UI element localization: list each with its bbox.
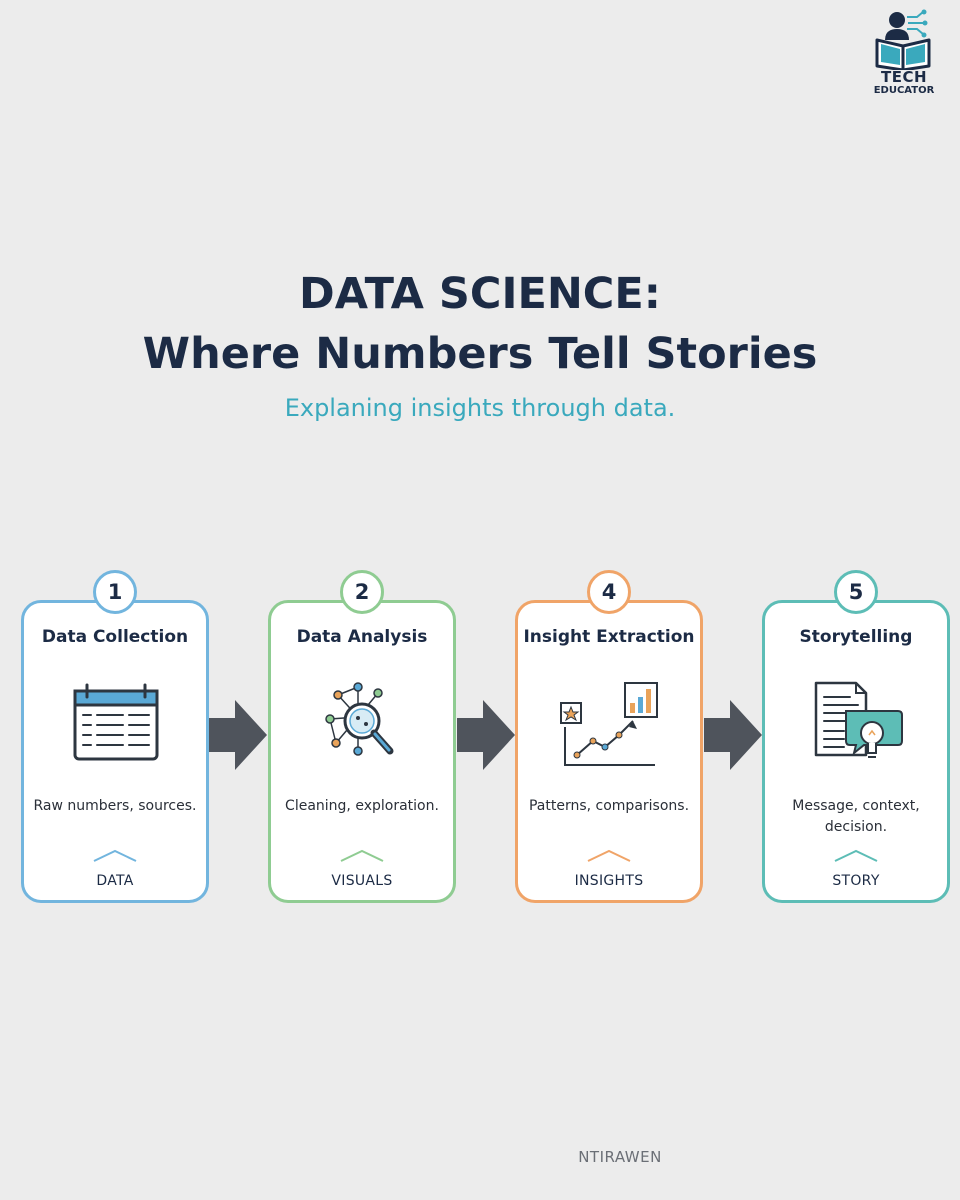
chevron-up-icon — [587, 849, 631, 862]
step-number-badge: 2 — [340, 570, 384, 614]
calendar-table-icon — [73, 683, 159, 761]
step-title: Data Analysis — [296, 627, 428, 647]
chevron-up-icon — [834, 849, 878, 862]
step-tag: STORY — [832, 873, 880, 889]
tech-educator-logo: TECH EDUCATOR — [858, 8, 950, 100]
document-lightbulb-icon — [814, 681, 903, 758]
step-description: Patterns, comparisons. — [528, 798, 690, 814]
step-number-badge: 1 — [93, 570, 137, 614]
logo-text-line2: EDUCATOR — [873, 85, 935, 96]
right-arrow-icon — [457, 700, 515, 770]
step-tag: INSIGHTS — [574, 873, 644, 889]
step-description: Message, context, decision. — [792, 798, 920, 835]
page-subtitle: Explaning insights through data. — [284, 394, 676, 422]
chevron-up-icon — [340, 849, 384, 862]
step-title: Storytelling — [799, 627, 913, 647]
teacher-book-icon — [875, 9, 931, 70]
magnifier-network-icon — [325, 682, 394, 756]
step-card-data-analysis: 2 Data Analysis Cleaning, exploration. V… — [268, 570, 456, 903]
step-card-storytelling: 5 Storytelling Message, context, decisio… — [762, 570, 950, 903]
page-title-line2: Where Numbers Tell Stories — [142, 329, 818, 379]
step-number-badge: 5 — [834, 570, 878, 614]
step-tag: DATA — [96, 873, 134, 889]
step-card-insight-extraction: 4 Insight Extraction Patterns, compariso… — [515, 570, 703, 903]
step-title: Data Collection — [41, 627, 189, 647]
step-card-data-collection: 1 Data Collection Raw numbers, sources. … — [21, 570, 209, 903]
right-arrow-icon — [704, 700, 762, 770]
logo-text-line1: TECH — [880, 68, 928, 86]
page-title-line1: DATA SCIENCE: — [299, 269, 661, 319]
right-arrow-icon — [209, 700, 267, 770]
step-title: Insight Extraction — [523, 627, 695, 647]
step-number-badge: 4 — [587, 570, 631, 614]
step-description: Raw numbers, sources. — [33, 798, 197, 814]
footer-watermark: NTIRAWEN — [578, 1148, 662, 1166]
step-tag: VISUALS — [331, 873, 393, 889]
chart-trend-icon — [560, 682, 658, 766]
chevron-up-icon — [93, 849, 137, 862]
step-description: Cleaning, exploration. — [285, 798, 439, 814]
